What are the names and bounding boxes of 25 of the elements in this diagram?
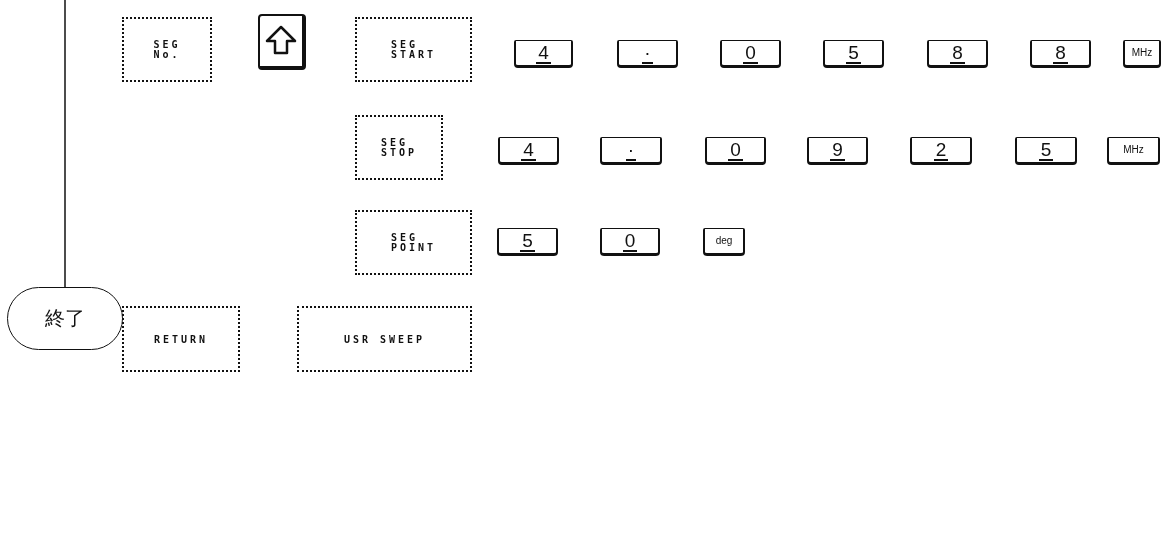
hardkey: 4 — [498, 137, 559, 165]
hardkey: 9 — [807, 137, 868, 165]
flow-line — [64, 0, 66, 288]
hardkey: · — [600, 137, 662, 165]
hardkey: 4 — [514, 40, 573, 68]
hardkey: 8 — [1030, 40, 1091, 68]
softkey-label: SEG START — [355, 17, 472, 82]
softkey-label: SEG POINT — [355, 210, 472, 275]
hardkey: MHz — [1107, 137, 1160, 165]
softkey-label: SEG STOP — [355, 115, 443, 180]
hardkey: 5 — [1015, 137, 1077, 165]
hardkey: 5 — [497, 228, 558, 256]
hardkey: MHz — [1123, 40, 1161, 68]
softkey-label: USR SWEEP — [297, 306, 472, 372]
hardkey: 0 — [600, 228, 660, 256]
hardkey: deg — [703, 228, 745, 256]
hardkey: 8 — [927, 40, 988, 68]
hardkey: 2 — [910, 137, 972, 165]
hardkey: 0 — [720, 40, 781, 68]
shift-key — [258, 14, 306, 70]
hardkey: 0 — [705, 137, 766, 165]
softkey-label: SEG No. — [122, 17, 212, 82]
hardkey: · — [617, 40, 678, 68]
hardkey: 5 — [823, 40, 884, 68]
softkey-label: RETURN — [122, 306, 240, 372]
